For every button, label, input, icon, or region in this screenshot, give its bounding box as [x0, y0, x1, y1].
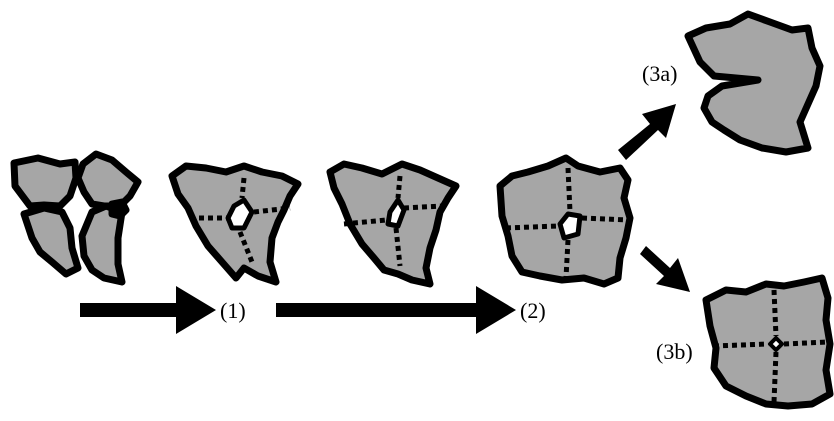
stage-2-grain-boundaries	[343, 175, 443, 267]
label-step-3a: (3a)	[642, 61, 677, 86]
stage-1-grain-boundaries	[190, 177, 291, 263]
particle-bottom-right	[78, 202, 126, 286]
label-step-2: (2)	[520, 298, 546, 323]
outcome-3b-particle	[702, 274, 834, 410]
outcome-3a-particle	[684, 10, 824, 156]
arrows	[80, 104, 690, 334]
arrow-step-2	[276, 286, 516, 334]
outcome-3a-body	[684, 10, 824, 156]
stage-2-particles	[326, 160, 460, 288]
label-step-1: (1)	[220, 298, 246, 323]
stage-2b-pore	[557, 211, 583, 241]
outcome-3b-pore	[768, 336, 784, 352]
stage-2b-grain-boundaries	[505, 167, 629, 279]
particle-bottom-left	[20, 204, 82, 278]
outcome-3b-body	[702, 274, 834, 410]
outcome-3b-grain-boundaries	[713, 289, 829, 403]
arrow-step-1	[80, 286, 216, 334]
particle-top-left	[10, 154, 80, 210]
particle-top-right	[74, 150, 142, 210]
arrow-to-3b	[640, 246, 690, 292]
stage-2-pore	[385, 197, 407, 229]
stage-2b-particle	[496, 154, 634, 288]
stage-0-particles	[10, 150, 142, 286]
arrow-to-3a	[618, 104, 676, 160]
label-step-3b: (3b)	[656, 339, 693, 364]
particle-neck-knob	[108, 198, 130, 220]
stage-1-particles	[168, 162, 302, 286]
